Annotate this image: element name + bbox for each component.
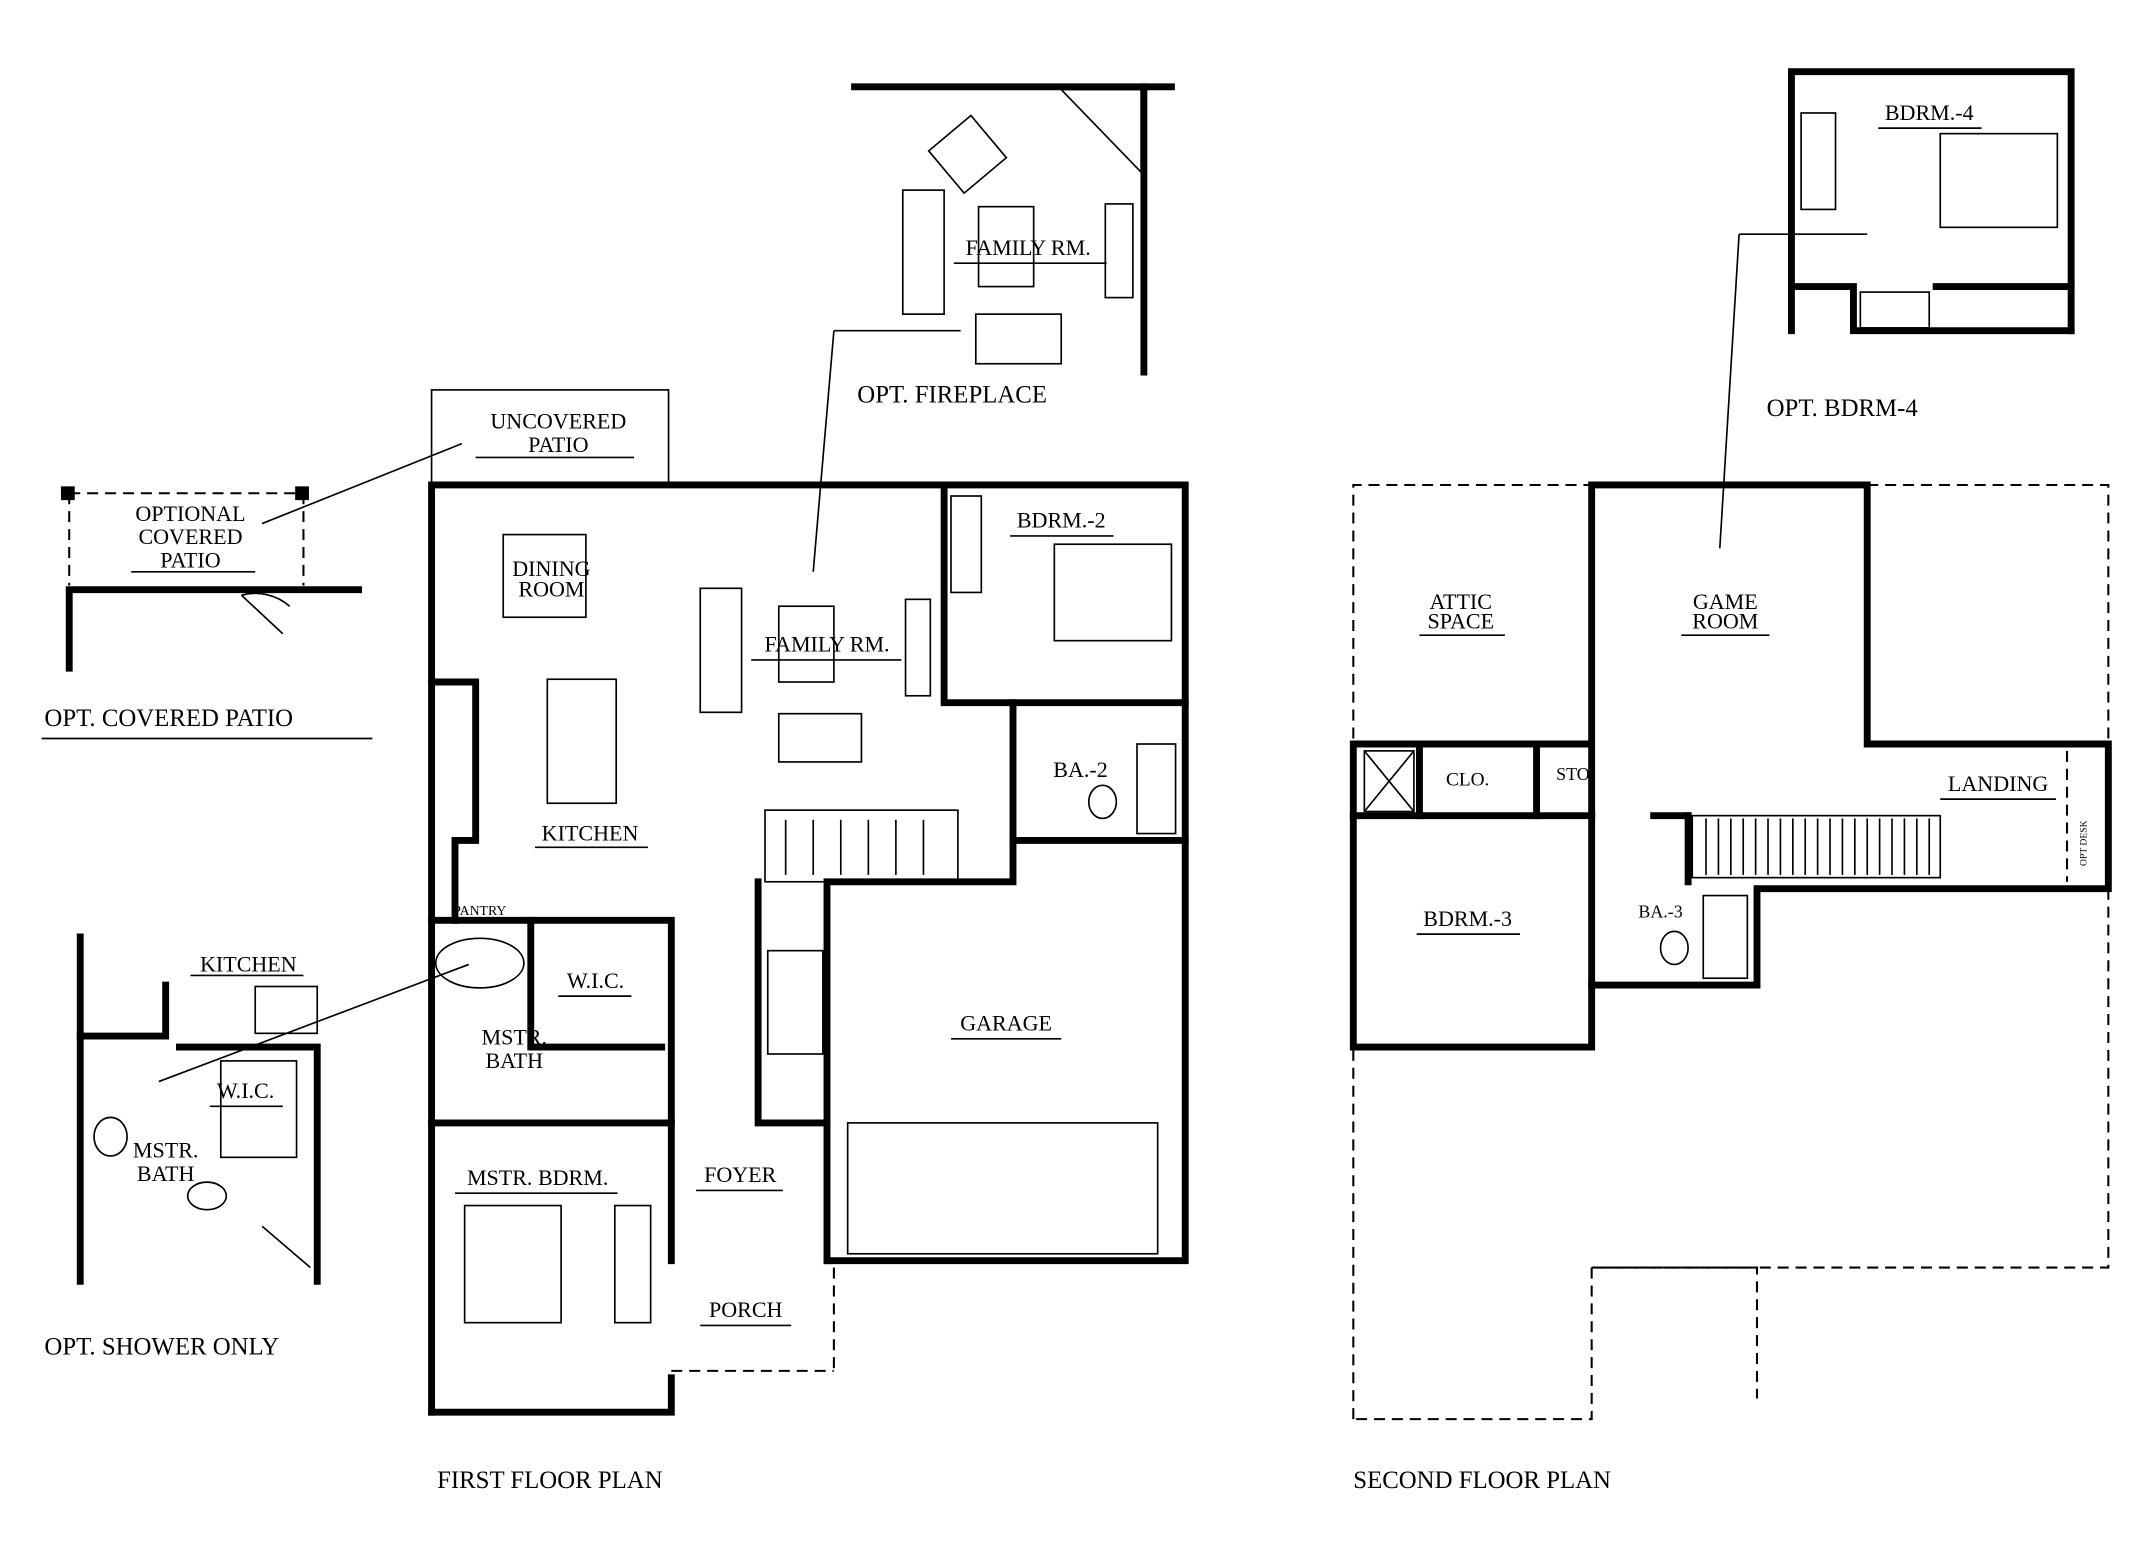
uncovered-patio-label-2: PATIO: [528, 432, 588, 457]
uncovered-patio-label-1: UNCOVERED: [490, 408, 626, 433]
shower-kitchen-label: KITCHEN: [200, 951, 297, 976]
game-room-label-2: ROOM: [1692, 608, 1758, 633]
bdrm2-label: BDRM.-2: [1017, 508, 1106, 533]
landing-label: LANDING: [1948, 771, 2048, 796]
foyer-label: FOYER: [704, 1162, 777, 1187]
optional-covered-patio-label-2: COVERED: [138, 524, 242, 549]
opt-desk-label: OPT DESK: [2078, 820, 2089, 866]
opt-bdrm4-title: OPT. BDRM-4: [1767, 395, 1919, 422]
mstr-bdrm-label: MSTR. BDRM.: [467, 1165, 608, 1190]
ba3-label: BA.-3: [1638, 902, 1682, 922]
opt-shower-only-title: OPT. SHOWER ONLY: [44, 1333, 279, 1360]
mstr-bath-label-2: BATH: [485, 1048, 543, 1073]
sto-label: STO.: [1556, 764, 1594, 784]
opt-fireplace-title: OPT. FIREPLACE: [857, 381, 1047, 408]
kitchen-label: KITCHEN: [542, 820, 639, 845]
opt-fireplace: FAMILY RM. OPT. FIREPLACE: [812, 83, 1175, 572]
bdrm3-label: BDRM.-3: [1423, 906, 1512, 931]
opt-covered-patio: OPTIONAL COVERED PATIO OPT. COVERED PATI…: [41, 442, 463, 740]
garage-label: GARAGE: [960, 1011, 1052, 1036]
shower-mstr-bath-label-2: BATH: [137, 1161, 195, 1186]
clo-label: CLO.: [1446, 769, 1489, 790]
optional-covered-patio-label-1: OPTIONAL: [135, 501, 245, 526]
second-floor-plan: ATTIC SPACE GAME ROOM CLO. STO. LANDING …: [1349, 481, 2112, 1494]
wic-label: W.I.C.: [567, 968, 624, 993]
attic-space-label-1: ATTIC: [1430, 589, 1492, 614]
porch-label: PORCH: [709, 1297, 783, 1322]
opt-covered-patio-title: OPT. COVERED PATIO: [44, 705, 293, 732]
second-floor-plan-title: SECOND FLOOR PLAN: [1353, 1467, 1611, 1494]
optional-covered-patio-label-3: PATIO: [160, 548, 220, 573]
attic-space-label-2: SPACE: [1428, 608, 1495, 633]
ba2-label: BA.-2: [1053, 757, 1107, 782]
pantry-label: PANTRY: [453, 903, 506, 918]
opt-shower-only: KITCHEN W.I.C. MSTR. BATH OPT. SHOWER ON…: [44, 933, 470, 1360]
family-rm-label: FAMILY RM.: [764, 632, 889, 657]
shower-wic-label: W.I.C.: [217, 1078, 274, 1103]
dining-room-label-2: ROOM: [518, 577, 584, 602]
dining-room-label-1: DINING: [512, 556, 590, 581]
bdrm4-label: BDRM.-4: [1885, 100, 1974, 125]
shower-mstr-bath-label-1: MSTR.: [133, 1137, 199, 1162]
game-room-label-1: GAME: [1693, 589, 1758, 614]
first-floor-plan: UNCOVERED PATIO DINING ROOM FAMILY RM. B…: [428, 389, 1189, 1494]
mstr-bath-label-1: MSTR.: [481, 1024, 547, 1049]
opt-bdrm4: BDRM.-4 OPT. BDRM-4: [1718, 68, 2075, 549]
fireplace-family-rm-label: FAMILY RM.: [966, 235, 1091, 260]
first-floor-plan-title: FIRST FLOOR PLAN: [437, 1467, 663, 1494]
